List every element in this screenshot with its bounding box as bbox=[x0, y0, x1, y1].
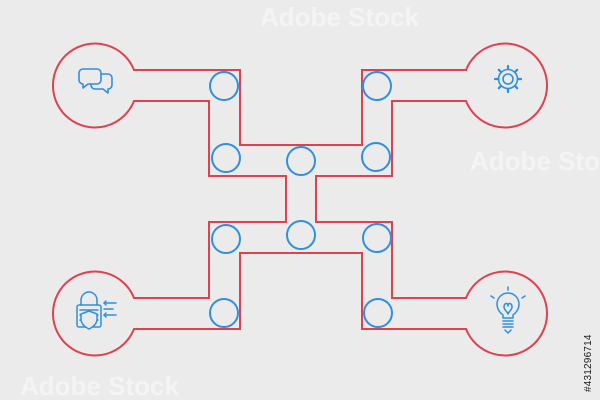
node-bottom-center bbox=[286, 220, 316, 250]
circuit-frame-outline bbox=[52, 42, 548, 357]
stock-id-label: #431296714 bbox=[583, 334, 594, 392]
security-lock-icon bbox=[76, 291, 117, 330]
node-top-left-upper bbox=[209, 71, 239, 101]
gear-icon bbox=[493, 64, 523, 94]
node-bottom-right-upper bbox=[362, 223, 392, 253]
svg-text:Adobe Stock: Adobe Stock bbox=[470, 146, 600, 176]
speech-bubbles-icon bbox=[78, 68, 113, 94]
node-bottom-left-lower bbox=[209, 298, 239, 328]
svg-text:Adobe Stock: Adobe Stock bbox=[260, 2, 419, 32]
lightbulb-icon bbox=[490, 286, 526, 334]
svg-text:Adobe Stock: Adobe Stock bbox=[20, 371, 179, 400]
node-bottom-right-lower bbox=[363, 298, 393, 328]
node-top-center bbox=[286, 146, 316, 176]
watermark-pattern: Adobe Stock Adobe Stock Adobe Stock bbox=[20, 2, 600, 400]
node-top-right-lower bbox=[361, 142, 391, 172]
node-top-left-lower bbox=[211, 143, 241, 173]
node-top-right-upper bbox=[362, 71, 392, 101]
node-bottom-left-upper bbox=[211, 224, 241, 254]
